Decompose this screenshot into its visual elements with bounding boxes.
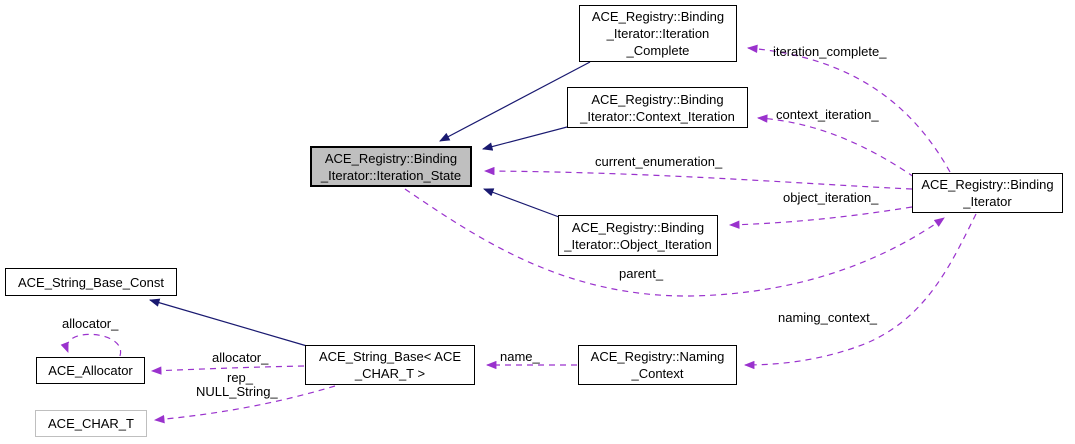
edge-inheritance-context-iteration: [481, 126, 568, 151]
class-node-string-base-const[interactable]: ACE_String_Base_Const: [5, 268, 177, 296]
edge-inheritance-iteration-complete: [439, 61, 591, 142]
edge-label-allocator-self: allocator_: [62, 316, 119, 331]
class-node-context-iteration[interactable]: ACE_Registry::Binding _Iterator::Context…: [567, 87, 748, 128]
class-node-object-iteration[interactable]: ACE_Registry::Binding _Iterator::Object_…: [558, 215, 718, 256]
class-node-iteration-complete[interactable]: ACE_Registry::Binding _Iterator::Iterati…: [579, 5, 737, 62]
edge-usage-context-iteration: [756, 114, 915, 178]
edge-usage-object-iteration: [728, 206, 913, 229]
edge-usage-allocator: [150, 365, 305, 375]
edge-usage-iteration-complete: [746, 44, 951, 173]
class-node-string-base[interactable]: ACE_String_Base< ACE _CHAR_T >: [305, 345, 475, 385]
edge-label-parent: parent_: [619, 266, 664, 281]
edge-label-allocator: allocator_: [212, 350, 269, 365]
edge-usage-current-enumeration: [483, 166, 913, 190]
class-node-binding-iterator[interactable]: ACE_Registry::Binding _Iterator: [912, 173, 1063, 213]
edge-label-rep: rep_: [227, 370, 254, 385]
class-node-iteration-state-current: ACE_Registry::Binding _Iterator::Iterati…: [310, 146, 472, 187]
edge-usage-rep-null-string: [153, 385, 336, 424]
class-node-naming-context[interactable]: ACE_Registry::Naming _Context: [578, 345, 737, 385]
edge-label-current-enumeration: current_enumeration_: [595, 154, 723, 169]
edge-usage-allocator-self-loop: [60, 333, 122, 357]
edge-inheritance-string-base: [148, 298, 308, 347]
edge-label-context-iteration: context_iteration_: [776, 107, 879, 122]
edge-usage-parent: [404, 188, 945, 297]
edge-label-null-string: NULL_String_: [196, 384, 278, 399]
edge-inheritance-object-iteration: [483, 188, 560, 218]
edge-label-object-iteration: object_iteration_: [783, 190, 879, 205]
edge-usage-naming-context: [743, 213, 977, 370]
edge-label-naming-context: naming_context_: [778, 310, 878, 325]
edge-label-name: name_: [500, 349, 540, 364]
class-node-char-t: ACE_CHAR_T: [35, 410, 147, 437]
edge-label-iteration-complete: iteration_complete_: [773, 44, 887, 59]
class-node-allocator[interactable]: ACE_Allocator: [36, 357, 145, 384]
